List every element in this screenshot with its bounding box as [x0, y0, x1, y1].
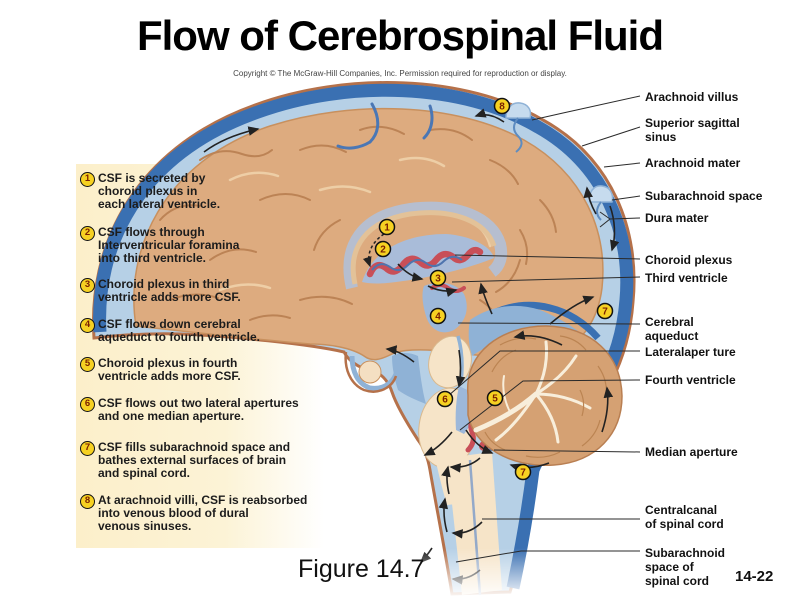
step-text: CSF flows down cerebral aqueduct to four…: [98, 317, 261, 345]
page-title: Flow of Cerebrospinal Fluid: [136, 12, 664, 59]
label-superior-sagittal-sinus: Superior sagittal sinus: [645, 116, 740, 144]
label-fourth-ventricle: Fourth ventricle: [645, 373, 736, 387]
marker-6: 6: [436, 390, 454, 408]
label-lateral-aperture: Lateralaper ture: [645, 345, 736, 359]
step-text: Choroid plexus in fourth ventricle adds …: [98, 356, 241, 384]
marker-7b: 7: [514, 463, 532, 481]
marker-1: 1: [378, 218, 396, 236]
step-number-badge: 5: [80, 357, 95, 372]
step-text: CSF fills subarachnoid space and bathes …: [98, 440, 291, 481]
step-number-badge: 1: [80, 172, 95, 187]
step-item-6: 6 CSF flows out two lateral apertures an…: [80, 396, 336, 424]
svg-text:1: 1: [384, 223, 390, 234]
label-dura-mater: Dura mater: [645, 211, 709, 225]
step-item-7: 7 CSF fills subarachnoid space and bathe…: [80, 440, 336, 481]
marker-7a: 7: [596, 302, 614, 320]
pituitary: [358, 360, 382, 384]
marker-5: 5: [486, 389, 504, 407]
label-subarachnoid-space-spinal: Subarachnoid space of spinal cord: [645, 546, 726, 588]
marker-3: 3: [429, 269, 447, 287]
svg-text:2: 2: [380, 245, 386, 256]
step-number-badge: 7: [80, 441, 95, 456]
marker-2: 2: [374, 240, 392, 258]
svg-text:5: 5: [492, 394, 498, 405]
flow-arrows: [203, 108, 620, 585]
svg-text:7: 7: [602, 307, 608, 318]
arbor-vitae: [473, 340, 592, 444]
step-number-badge: 4: [80, 318, 95, 333]
label-cerebral-aqueduct: Cerebral aqueduct: [645, 315, 699, 343]
page-number: 14-22: [735, 568, 774, 585]
step-text: CSF flows through Interventricular foram…: [98, 225, 240, 266]
marker-4: 4: [429, 307, 447, 325]
cortical-veins: [336, 102, 434, 150]
step-number-badge: 8: [80, 494, 95, 509]
arachnoid-villi: [505, 102, 614, 221]
step-item-2: 2 CSF flows through Interventricular for…: [80, 225, 336, 266]
label-median-aperture: Median aperture: [645, 445, 738, 459]
step-number-badge: 3: [80, 278, 95, 293]
leader-lines: [447, 95, 641, 563]
step-text: CSF flows out two lateral apertures and …: [98, 396, 299, 424]
flow-markers: 1 2 3 4 5 6 7 7 8: [374, 97, 614, 481]
step-item-8: 8 At arachnoid villi, CSF is reabsorbed …: [80, 493, 336, 534]
figure-caption: Figure 14.7: [298, 555, 425, 583]
step-item-3: 3 Choroid plexus in third ventricle adds…: [80, 277, 336, 305]
label-arachnoid-villus: Arachnoid villus: [645, 90, 739, 104]
label-third-ventricle: Third ventricle: [645, 271, 728, 285]
label-central-canal: Centralcanal of spinal cord: [645, 503, 724, 531]
copyright-line: Copyright © The McGraw-Hill Companies, I…: [233, 69, 567, 78]
step-item-1: 1 CSF is secreted by choroid plexus in e…: [80, 171, 336, 212]
svg-text:8: 8: [499, 102, 505, 113]
step-item-4: 4 CSF flows down cerebral aqueduct to fo…: [80, 317, 336, 345]
svg-text:4: 4: [435, 312, 441, 323]
step-number-badge: 2: [80, 226, 95, 241]
svg-text:3: 3: [435, 274, 441, 285]
step-text: CSF is secreted by choroid plexus in eac…: [98, 171, 221, 212]
label-arachnoid-mater: Arachnoid mater: [645, 156, 741, 170]
head-illustration: [91, 81, 636, 600]
step-item-5: 5 Choroid plexus in fourth ventricle add…: [80, 356, 336, 384]
label-subarachnoid-space: Subarachnoid space: [645, 189, 763, 203]
svg-text:6: 6: [442, 395, 448, 406]
marker-8: 8: [493, 97, 511, 115]
step-number-badge: 6: [80, 397, 95, 412]
svg-text:7: 7: [520, 468, 526, 479]
step-text: At arachnoid villi, CSF is reabsorbed in…: [98, 493, 308, 534]
label-choroid-plexus: Choroid plexus: [645, 253, 733, 267]
step-text: Choroid plexus in third ventricle adds m…: [98, 277, 241, 305]
